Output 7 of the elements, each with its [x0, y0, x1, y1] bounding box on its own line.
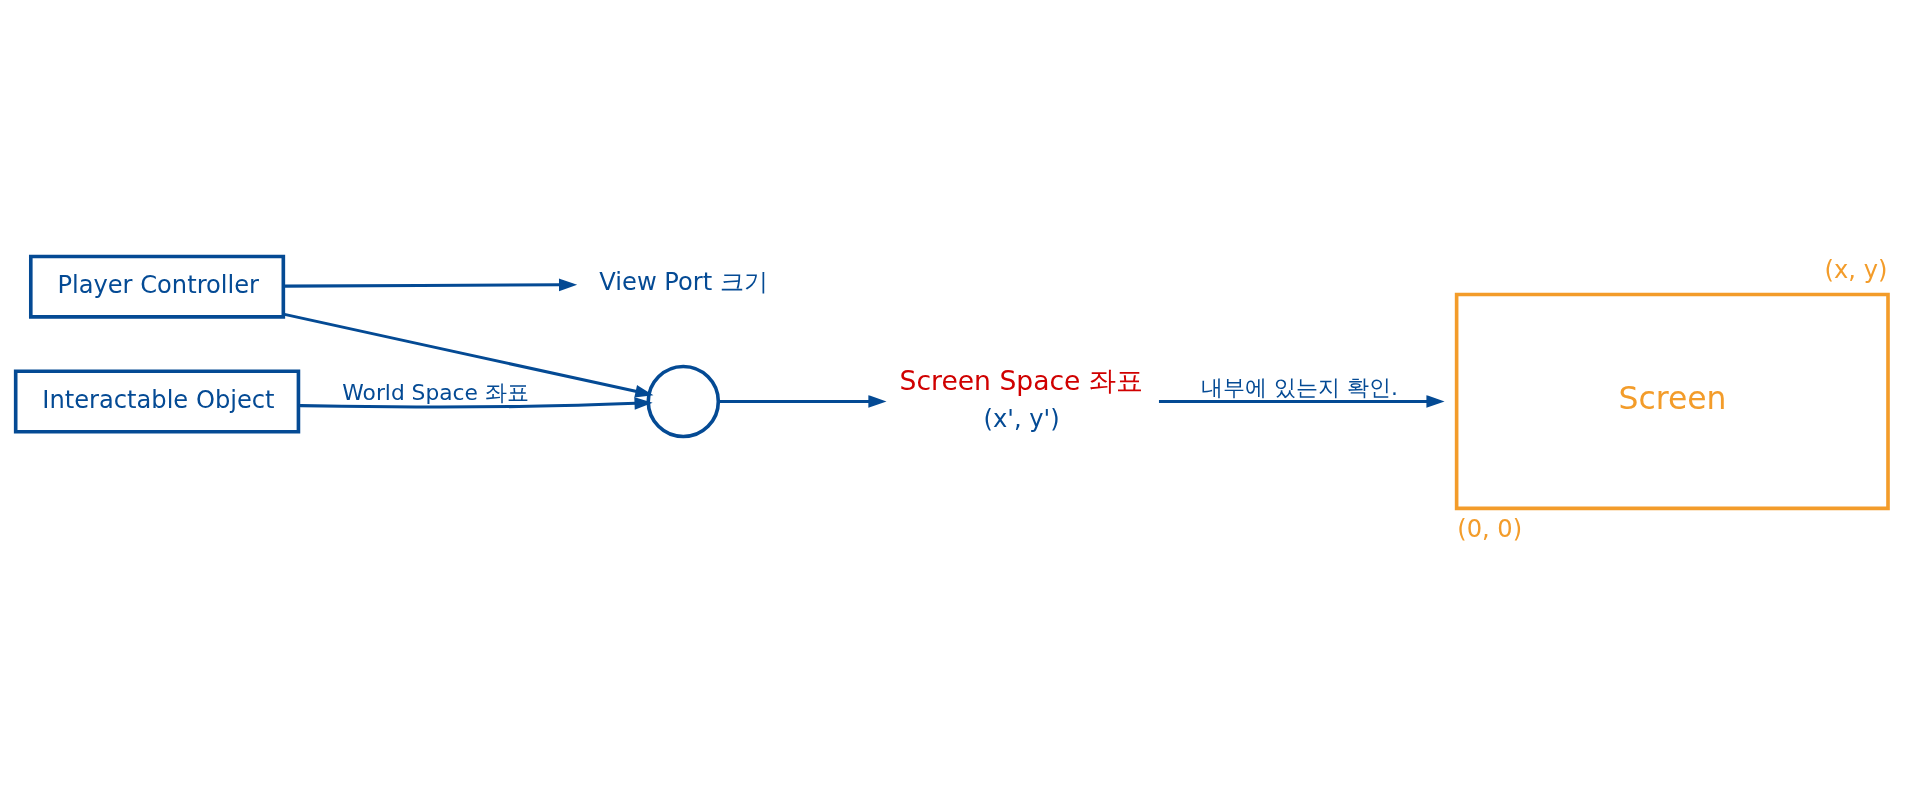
node-label: (0, 0) — [1457, 514, 1523, 543]
node-text: View Port 크기 — [599, 267, 768, 296]
node-text: Screen Space 좌표 — [899, 364, 1143, 396]
node-label: (x, y) — [1824, 255, 1888, 284]
edge-label: World Space 좌표 — [342, 379, 529, 405]
node-label: (x', y') — [983, 404, 1060, 433]
edge-label: 내부에 있는지 확인. — [1201, 374, 1398, 400]
